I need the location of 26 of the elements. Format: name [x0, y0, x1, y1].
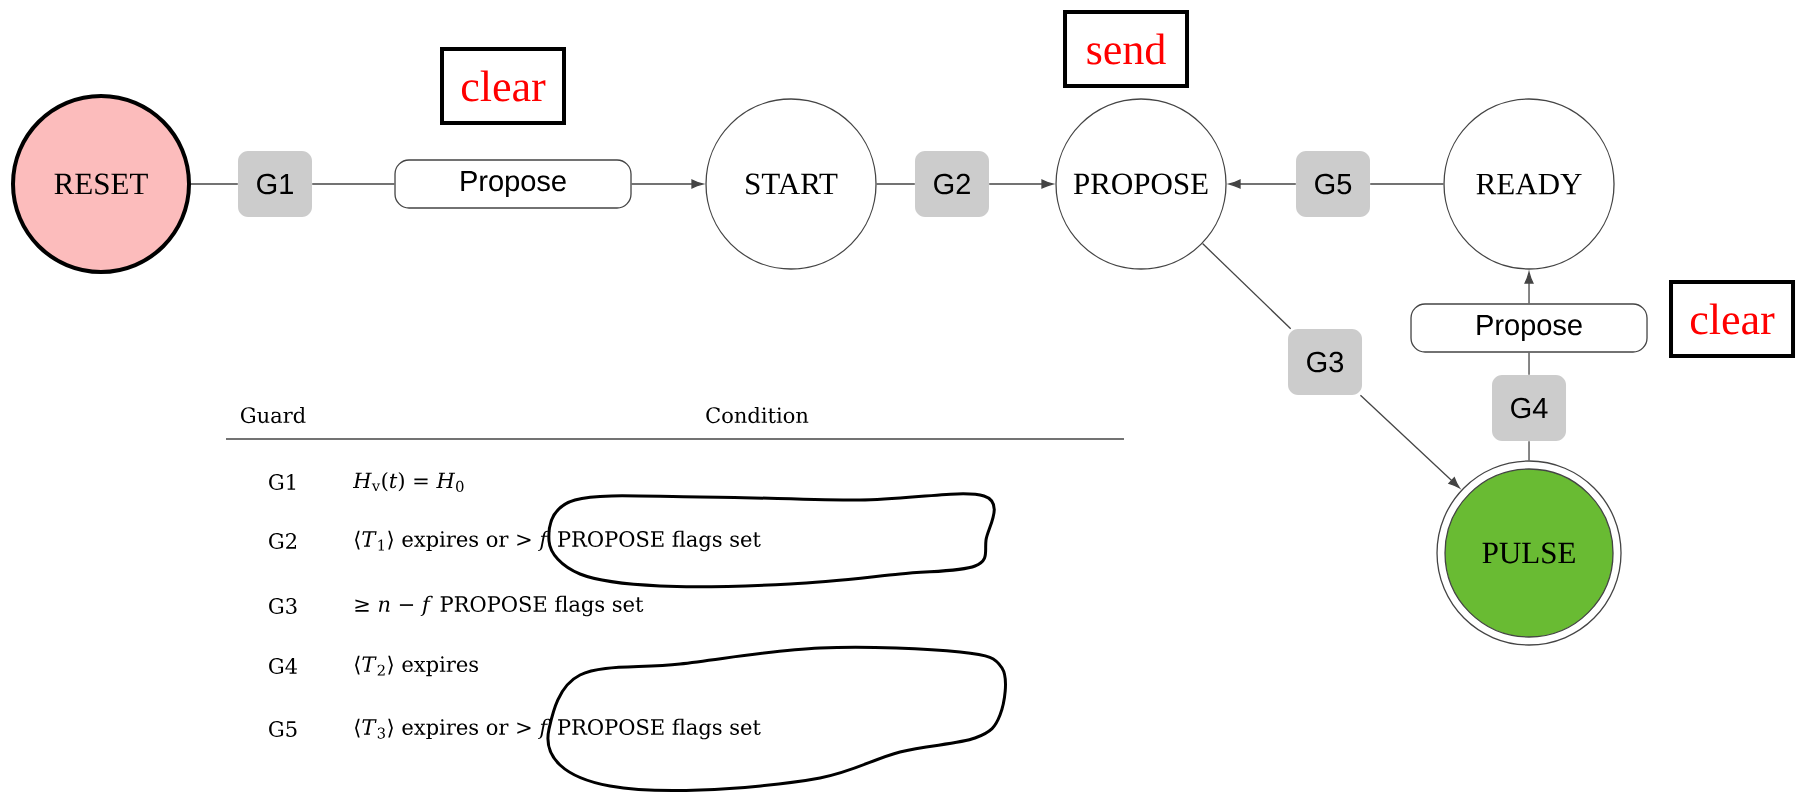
annotation-box: clear: [1669, 280, 1795, 358]
guard-name: G4: [269, 658, 298, 674]
guard-name: G3: [269, 598, 297, 614]
action-box: Propose: [394, 159, 632, 209]
guard-box: G2: [915, 151, 989, 217]
arrow: [1524, 271, 1534, 304]
arrow: [1228, 179, 1297, 189]
column-header: Guard: [241, 406, 306, 424]
hand-drawn-loop: [547, 492, 996, 589]
condition-text: ≥ n − f PROPOSE flags set: [355, 595, 644, 617]
annotation-box: send: [1063, 10, 1189, 88]
guard-box: G4: [1492, 375, 1566, 441]
arrow: [631, 179, 704, 189]
guard-name: G2: [269, 533, 296, 549]
arrow: [1359, 394, 1460, 489]
condition-text: H$_{v}$(t) = H$_{0}$: [352, 472, 464, 492]
guard-name: G5: [269, 721, 297, 737]
column-header: Condition: [706, 406, 809, 424]
guard-box: G5: [1296, 151, 1370, 217]
guard-name: G1: [269, 474, 296, 490]
condition-text: ⟨T$_{2}$⟩ expires: [355, 655, 478, 677]
annotation-box: clear: [440, 47, 566, 125]
arrow: [988, 179, 1054, 189]
guard-box: G3: [1288, 329, 1362, 395]
action-box: Propose: [1410, 303, 1648, 353]
guard-box: G1: [238, 151, 312, 217]
